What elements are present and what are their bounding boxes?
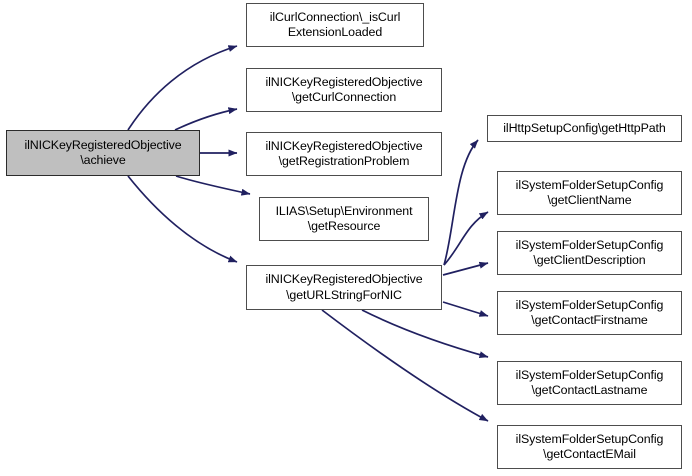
node-label: ilNICKeyRegisteredObjective \getRegistra… — [265, 138, 423, 169]
node-label: ilNICKeyRegisteredObjective \getURLStrin… — [265, 272, 423, 302]
edge-getURLStringForNIC-to-getContactLastname — [361, 309, 489, 359]
node-label: ilHttpSetupConfig\getHttpPath — [503, 120, 666, 135]
edge-achieve-to-isCurlExtensionLoaded — [127, 45, 238, 131]
node-getclientdescription[interactable]: ilSystemFolderSetupConfig \getClientDesc… — [497, 231, 682, 275]
node-label: ilNICKeyRegisteredObjective \achieve — [24, 137, 182, 168]
edge-getURLStringForNIC-to-getContactFirstname — [442, 301, 489, 317]
edge-achieve-to-getCurlConnection — [174, 107, 238, 131]
edge-getURLStringForNIC-to-getClientName — [443, 211, 489, 266]
node-label: ilSystemFolderSetupConfig \getContactLas… — [515, 367, 664, 398]
node-label: ilNICKeyRegisteredObjective \getCurlConn… — [265, 74, 423, 105]
edge-getURLStringForNIC-to-getClientDescription — [442, 261, 489, 276]
edge-achieve-to-getResource — [175, 175, 251, 196]
node-getclientname[interactable]: ilSystemFolderSetupConfig \getClientName — [497, 171, 682, 215]
node-gethttppath[interactable]: ilHttpSetupConfig\getHttpPath — [487, 115, 682, 142]
node-label: ilSystemFolderSetupConfig \getClientName — [515, 177, 664, 208]
node-getcontactemail[interactable]: ilSystemFolderSetupConfig \getContactEMa… — [497, 425, 682, 469]
edge-achieve-to-getURLStringForNIC — [127, 175, 238, 263]
edge-getURLStringForNIC-to-getHttpPath — [443, 139, 479, 266]
node-getcontactfirstname[interactable]: ilSystemFolderSetupConfig \getContactFir… — [497, 291, 682, 335]
node-ilcurlconnection-iscurlextensionloaded[interactable]: ilCurlConnection\_isCurl ExtensionLoaded — [246, 3, 424, 47]
node-label: ilSystemFolderSetupConfig \getContactEMa… — [515, 431, 664, 462]
node-label: ilCurlConnection\_isCurl ExtensionLoaded — [269, 9, 401, 40]
node-getregistrationproblem[interactable]: ilNICKeyRegisteredObjective \getRegistra… — [246, 132, 442, 176]
node-label: ilSystemFolderSetupConfig \getContactFir… — [515, 297, 664, 328]
node-label: ilSystemFolderSetupConfig \getClientDesc… — [515, 237, 664, 268]
edge-getURLStringForNIC-to-getContactEMail — [321, 309, 489, 422]
node-geturlstringfornic[interactable]: ilNICKeyRegisteredObjective \getURLStrin… — [246, 265, 442, 310]
node-achieve[interactable]: ilNICKeyRegisteredObjective \achieve — [6, 130, 200, 176]
node-getresource[interactable]: ILIAS\Setup\Environment \getResource — [259, 197, 429, 241]
node-label: ILIAS\Setup\Environment \getResource — [275, 203, 413, 234]
node-getcontactlastname[interactable]: ilSystemFolderSetupConfig \getContactLas… — [497, 361, 682, 405]
node-getcurlconnection[interactable]: ilNICKeyRegisteredObjective \getCurlConn… — [246, 68, 442, 112]
